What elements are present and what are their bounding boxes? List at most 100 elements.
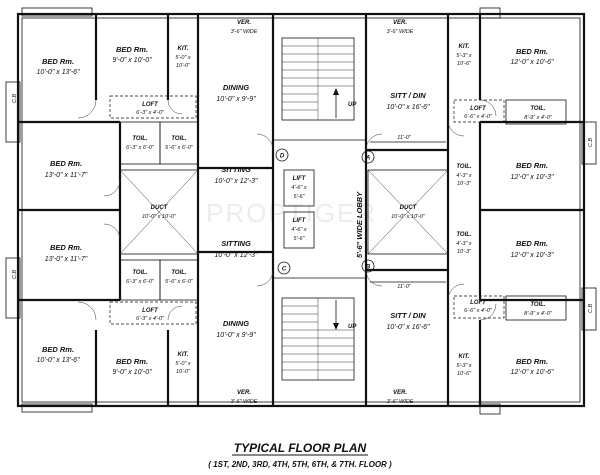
left-toil1a-dim: 6'-3" x 6'-0" <box>126 145 155 151</box>
lift-b-name: LIFT <box>293 218 307 224</box>
left-loft2-name: LOFT <box>142 308 159 314</box>
left-dining1-dim: 10'-0" x 9'-9" <box>216 96 256 103</box>
left-kit1-name: KIT. <box>178 46 189 52</box>
left-bed6-dim: 9'-0" x 10'-0" <box>112 369 152 376</box>
ver-bottom-right-name: VER. <box>393 390 407 396</box>
right-kit2-dim1: 5'-3" x <box>456 363 471 369</box>
lift-a-name: LIFT <box>293 176 307 182</box>
up-label-top: UP <box>348 102 357 108</box>
left-sitting2-name: SITTING <box>221 239 251 248</box>
right-bed4-name: BED Rm. <box>516 357 548 366</box>
right-kit2-dim2: 10'-6" <box>457 371 472 377</box>
right-duct1-dim: 10'-0" x 10'-0" <box>391 214 426 220</box>
right-bed2-dim: 12'-0" x 10'-3" <box>510 174 554 181</box>
right-kit1-dim2: 10'-6" <box>457 61 472 67</box>
ver-top-right-dim: 3'-6" WIDE <box>387 29 414 35</box>
left-duct1-dim: 10'-0" x 10'-0" <box>142 214 177 220</box>
left-kit1-dim1: 5'-0" x <box>175 55 190 61</box>
right-duct1-name: DUCT <box>400 205 418 211</box>
left-units: BED Rm. 10'-0" x 13'-6" BED Rm. 9'-0" x … <box>36 45 258 376</box>
right-bed1-dim: 12'-0" x 10'-6" <box>510 59 554 66</box>
marker-d-label: D <box>280 154 285 160</box>
left-toil2b-name: TOIL. <box>171 270 187 276</box>
left-kit1-dim2: 10'-0" <box>176 63 191 69</box>
right-toil2b-name: TOIL. <box>456 232 472 238</box>
right-toil2a-name: TOIL. <box>530 302 546 308</box>
left-bed1-dim: 10'-0" x 13'-6" <box>36 69 80 76</box>
left-kit2-dim1: 5'-0" x <box>175 361 190 367</box>
right-toil1a-dim: 8'-9" x 4'-0" <box>524 115 553 121</box>
lift-a-box <box>283 169 315 207</box>
left-loft1-dim: 6'-3" x 4'-0" <box>136 110 165 116</box>
stair-treads-top <box>282 45 354 111</box>
marker-a: A <box>361 150 375 164</box>
door-swings <box>77 99 497 321</box>
cb-label-right-bottom: C.B <box>588 304 594 314</box>
right-sitt1-dim: 10'-0" x 16'-6" <box>386 104 430 111</box>
left-toil1b-dim: 5'-6" x 6'-0" <box>165 145 194 151</box>
lobby-label: 5'-6" WIDE LOBBY <box>355 191 364 258</box>
right-kit1-dim1: 5'-3" x <box>456 53 471 59</box>
ver-top-left-dim: 3'-6" WIDE <box>231 29 258 35</box>
watermark: PROPTIGER <box>206 198 377 228</box>
left-loft2-dim: 6'-3" x 4'-0" <box>136 316 165 322</box>
plan-subtitle: ( 1ST, 2ND, 3RD, 4TH, 5TH, 6TH, & 7TH. F… <box>208 460 392 469</box>
right-loft1-name: LOFT <box>470 106 487 112</box>
right-toil1a-name: TOIL. <box>530 106 546 112</box>
right-toil1b-dim2: 10'-3" <box>457 181 472 187</box>
left-toil1a-name: TOIL. <box>132 136 148 142</box>
ver-top-left-name: VER. <box>237 20 251 26</box>
right-toil1b-name: TOIL. <box>456 164 472 170</box>
marker-a-label: A <box>365 156 370 162</box>
duct-right-box <box>367 169 449 255</box>
left-sitting1-name: SITTING <box>221 165 251 174</box>
left-bed4-dim: 13'-0" x 11'-7" <box>45 256 88 263</box>
dim-11-top: 11'-0" <box>397 135 412 141</box>
right-bed4-dim: 12'-0" x 10'-6" <box>510 369 554 376</box>
right-toil1b-dim1: 4'-3" x <box>456 173 471 179</box>
left-duct1-name: DUCT <box>151 205 169 211</box>
left-bed3-dim: 13'-0" x 11'-7" <box>45 172 88 179</box>
lift-b-dim1: 4'-6" x <box>291 227 306 233</box>
ver-bottom-left-dim: 3'-6" WIDE <box>231 399 258 405</box>
lift-b-box <box>283 211 315 249</box>
left-toil2a-name: TOIL. <box>132 270 148 276</box>
left-interior-walls <box>18 14 273 406</box>
left-toil1b-name: TOIL. <box>171 136 187 142</box>
left-dining2-name: DINING <box>223 319 249 328</box>
left-bed1-name: BED Rm. <box>42 57 74 66</box>
right-kit1-name: KIT. <box>459 44 470 50</box>
marker-b: B <box>361 259 375 273</box>
lift-b-dim2: 5'-6" <box>294 236 306 242</box>
left-bed2-dim: 9'-0" x 10'-0" <box>112 57 152 64</box>
left-bed5-name: BED Rm. <box>42 345 74 354</box>
cb-label-left-top: C.B <box>12 94 18 104</box>
marker-b-label: B <box>366 265 371 271</box>
right-kit2-name: KIT. <box>459 354 470 360</box>
left-kit2-name: KIT. <box>178 352 189 358</box>
right-bed2-name: BED Rm. <box>516 161 548 170</box>
duct-left-box <box>119 169 199 255</box>
left-toil2a-dim: 6'-3" x 6'-0" <box>126 279 155 285</box>
right-units: KIT. 5'-3" x 10'-6" BED Rm. 12'-0" x 10'… <box>386 44 554 377</box>
left-dining1-name: DINING <box>223 83 249 92</box>
lift-a-dim1: 4'-6" x <box>291 185 306 191</box>
right-interior-walls <box>366 14 584 406</box>
marker-c: C <box>277 261 291 275</box>
right-toil2b-dim2: 10'-3" <box>457 249 472 255</box>
right-loft2-name: LOFT <box>470 300 487 306</box>
ver-bottom-right-dim: 3'-6" WIDE <box>387 399 414 405</box>
left-bed3-name: BED Rm. <box>50 159 82 168</box>
left-loft1-name: LOFT <box>142 102 159 108</box>
cb-label-right-top: C.B <box>588 138 594 148</box>
up-label-bottom: UP <box>348 324 357 330</box>
left-bed6-name: BED Rm. <box>116 357 148 366</box>
core-walls <box>271 14 368 406</box>
lift-a-dim2: 5'-6" <box>294 194 306 200</box>
left-bed4-name: BED Rm. <box>50 243 82 252</box>
right-sitt2-dim: 10'-0" x 16'-6" <box>386 324 430 331</box>
cb-label-left-bottom: C.B <box>12 270 18 280</box>
right-loft2-dim: 6'-6" x 4'-0" <box>464 308 493 314</box>
right-toil2a-dim: 8'-9" x 4'-0" <box>524 311 553 317</box>
right-bed3-dim: 12'-0" x 10'-3" <box>510 252 554 259</box>
